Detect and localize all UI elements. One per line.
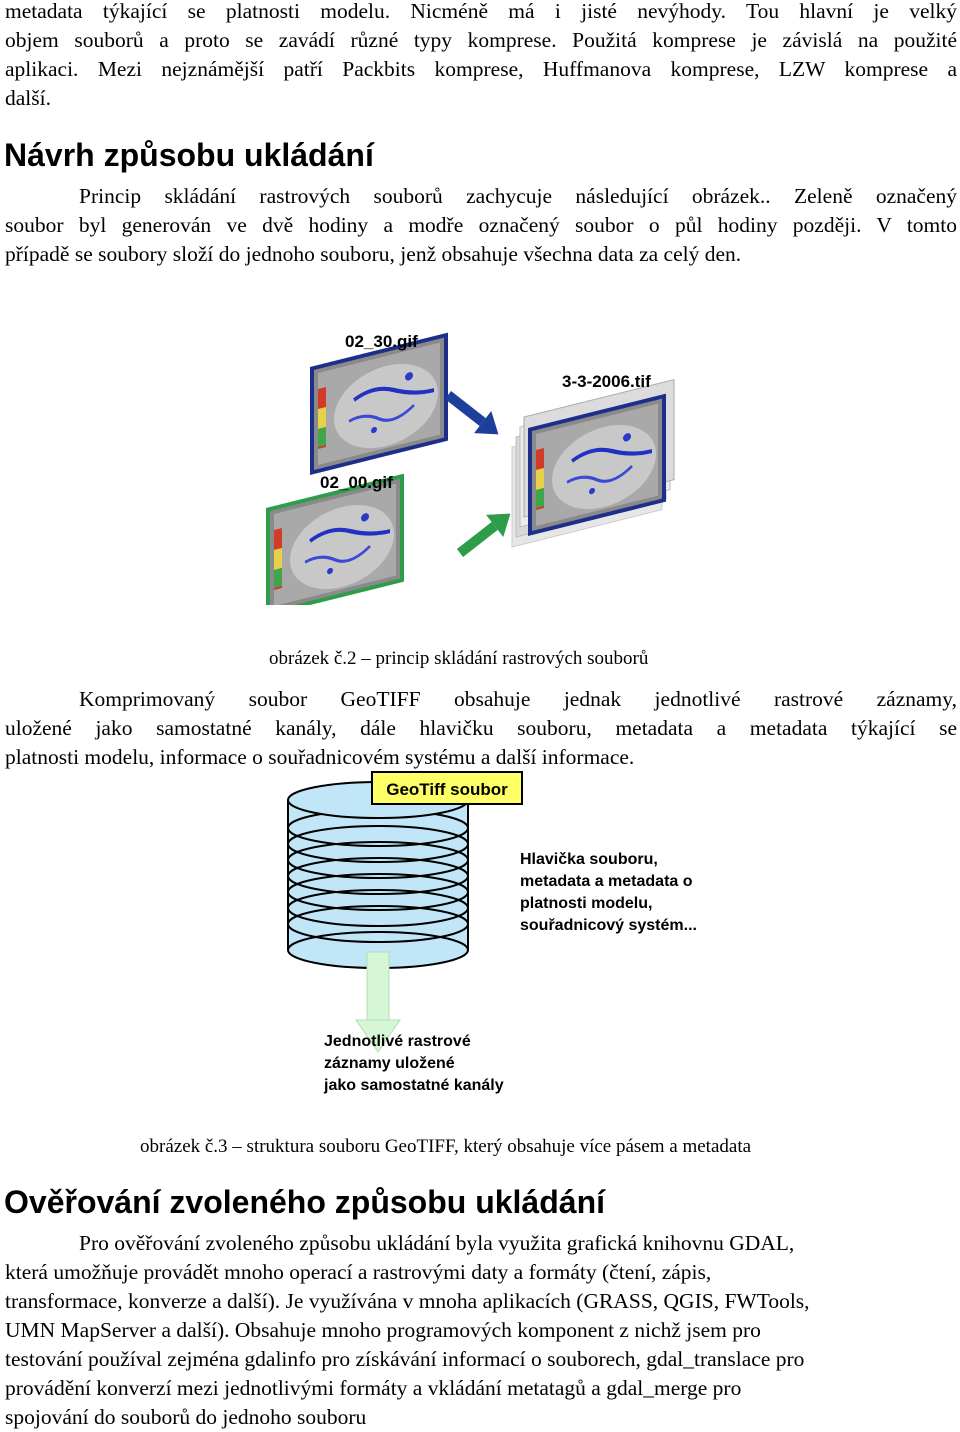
header-line: platnosti modelu, bbox=[520, 895, 652, 912]
geotiff-label-box bbox=[371, 771, 523, 805]
figure-raster-stacking: 02_30.gif 02_00.gif 3-3-2006.tif bbox=[250, 325, 710, 616]
text-line: provádění konverzí mezi jednotlivými for… bbox=[5, 1376, 742, 1400]
intro-paragraph: metadata týkající se platnosti modelu. N… bbox=[5, 0, 957, 113]
figure3-caption: obrázek č.3 – struktura souboru GeoTIFF,… bbox=[140, 1136, 752, 1157]
text-line: Princip skládání rastrových souborů zach… bbox=[79, 184, 957, 208]
text-line: objem souborů a proto se zavádí různé ty… bbox=[5, 28, 957, 52]
bands-line: záznamy uložené bbox=[324, 1055, 455, 1072]
figure-geotiff-structure: GeoTiff soubor Hlavička souboru, metadat… bbox=[280, 770, 740, 1100]
bands-line: Jednotlivé rastrové bbox=[324, 1033, 471, 1050]
text-line: která umožňuje provádět mnoho operací a … bbox=[5, 1260, 712, 1284]
file-label-result: 3-3-2006.tif bbox=[562, 372, 651, 391]
figure2-caption: obrázek č.2 – princip skládání rastrovýc… bbox=[269, 648, 649, 669]
down-arrow bbox=[355, 951, 401, 1053]
geotiff-label: GeoTiff soubor bbox=[386, 780, 508, 799]
raster-image-bottom bbox=[266, 473, 404, 616]
section-heading-storage-design: Návrh způsobu ukládání bbox=[4, 137, 374, 173]
raster-stack-result bbox=[511, 378, 675, 548]
text-line: transformace, konverze a další). Je využ… bbox=[5, 1289, 810, 1313]
blue-arrow bbox=[444, 391, 499, 435]
green-arrow bbox=[456, 513, 511, 557]
text-line: další. bbox=[5, 86, 51, 110]
text-line: uložené jako samostatné kanály, dále hla… bbox=[5, 716, 957, 740]
file-label-top: 02_30.gif bbox=[345, 332, 418, 351]
header-line: Hlavička souboru, bbox=[520, 851, 658, 868]
header-metadata-label: Hlavička souboru, metadata a metadata o … bbox=[520, 851, 697, 934]
text-line: spojování do souborů do jednoho souboru bbox=[5, 1405, 367, 1429]
bands-line: jako samostatné kanály bbox=[323, 1077, 504, 1094]
text-line: testování používal zejména gdalinfo pro … bbox=[5, 1347, 805, 1371]
raster-image-top bbox=[310, 332, 448, 475]
text-line: metadata týkající se platnosti modelu. N… bbox=[5, 0, 957, 23]
file-label-bottom: 02_00.gif bbox=[320, 473, 393, 492]
section2-paragraph: Pro ověřování zvoleného způsobu ukládání… bbox=[5, 1229, 957, 1432]
header-line: metadata a metadata o bbox=[520, 873, 693, 890]
para-geotiff-description: Komprimovaný soubor GeoTIFF obsahuje jed… bbox=[5, 685, 957, 772]
section1-paragraph: Princip skládání rastrových souborů zach… bbox=[5, 182, 957, 269]
text-line: platnosti modelu, informace o souřadnico… bbox=[5, 745, 635, 769]
text-line: Komprimovaný soubor GeoTIFF obsahuje jed… bbox=[79, 687, 957, 711]
text-line: UMN MapServer a další). Obsahuje mnoho p… bbox=[5, 1318, 761, 1342]
section-heading-verification: Ověřování zvoleného způsobu ukládání bbox=[4, 1184, 605, 1220]
bands-label: Jednotlivé rastrové záznamy uložené jako… bbox=[323, 1033, 504, 1094]
text-line: případě se soubory složí do jednoho soub… bbox=[5, 242, 742, 266]
text-line: soubor byl generován ve dvě hodiny a mod… bbox=[5, 213, 957, 237]
text-line: Pro ověřování zvoleného způsobu ukládání… bbox=[79, 1231, 795, 1255]
text-line: aplikaci. Mezi nejznámější patří Packbit… bbox=[5, 57, 957, 81]
header-line: souřadnicový systém... bbox=[520, 917, 697, 934]
geotiff-cylinder bbox=[287, 781, 469, 969]
